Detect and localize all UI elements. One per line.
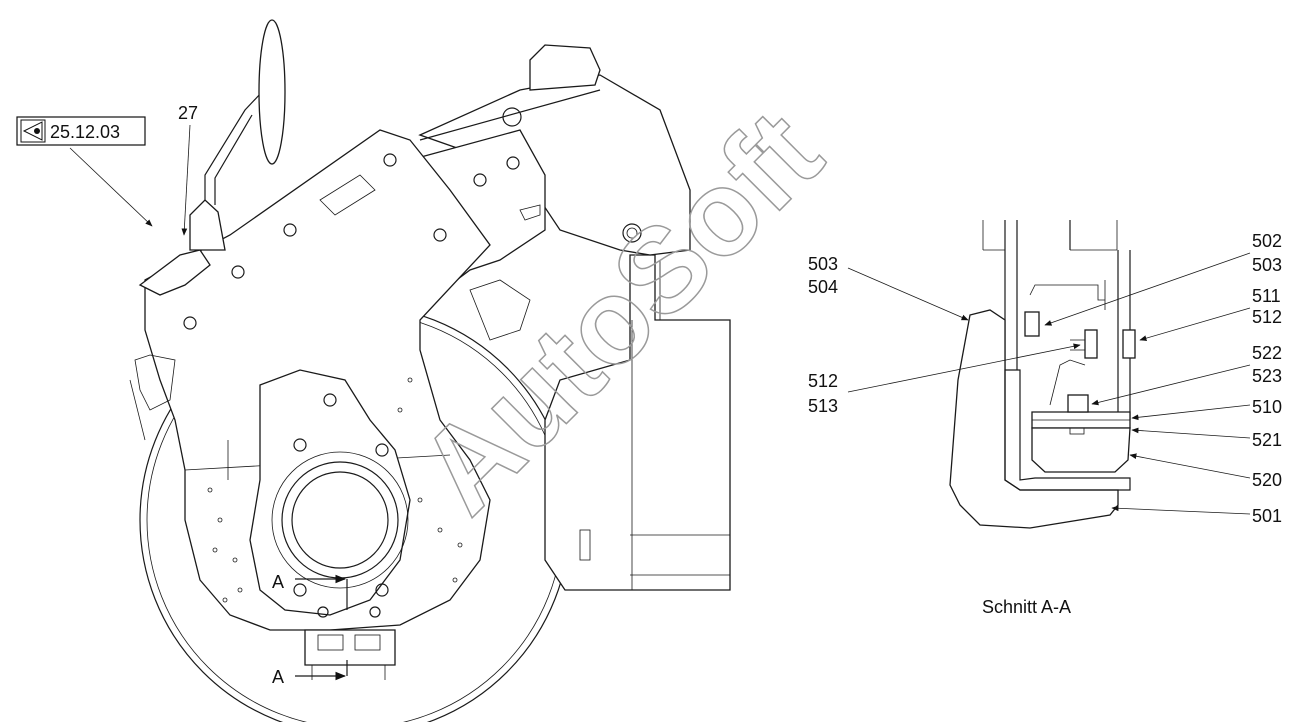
nut-502 xyxy=(1024,311,1040,337)
hub-plate xyxy=(249,369,411,616)
mount-520 xyxy=(1031,427,1131,473)
rear-housing xyxy=(544,254,731,591)
main-view xyxy=(129,19,731,722)
label-504: 504 xyxy=(808,277,838,297)
callout: 25.12.03 xyxy=(16,116,146,146)
label-521: 521 xyxy=(1252,430,1282,450)
hub-inner xyxy=(291,471,389,569)
nut-511 xyxy=(1122,329,1136,359)
label-522: 522 xyxy=(1252,343,1282,363)
label-502: 502 xyxy=(1252,231,1282,251)
label-523: 523 xyxy=(1252,366,1282,386)
label-512a: 512 xyxy=(1252,307,1282,327)
mirror xyxy=(258,19,286,165)
tank-cap xyxy=(529,44,601,91)
mirror-arm xyxy=(204,91,263,205)
label-512b: 512 xyxy=(808,371,838,391)
rivet-holes xyxy=(207,377,463,603)
label-511: 511 xyxy=(1252,286,1281,306)
nut-522 xyxy=(1067,394,1089,413)
label-510: 510 xyxy=(1252,397,1282,417)
label-501: 501 xyxy=(1252,506,1282,526)
leader-27 xyxy=(181,124,191,236)
label-503b: 503 xyxy=(808,254,838,274)
label-27: 27 xyxy=(178,103,198,123)
label-520: 520 xyxy=(1252,470,1282,490)
label-513: 513 xyxy=(808,396,838,416)
section-view xyxy=(949,220,1136,529)
section-marker-a-bottom: A xyxy=(272,667,284,687)
callout-date: 25.12.03 xyxy=(50,122,120,142)
leader-callout xyxy=(69,147,153,227)
section-title: Schnitt A-A xyxy=(982,597,1071,617)
section-marker-a-top: A xyxy=(272,572,284,592)
bottom-bracket xyxy=(304,629,396,666)
eye-triangle-icon xyxy=(20,119,46,143)
label-503a: 503 xyxy=(1252,255,1282,275)
